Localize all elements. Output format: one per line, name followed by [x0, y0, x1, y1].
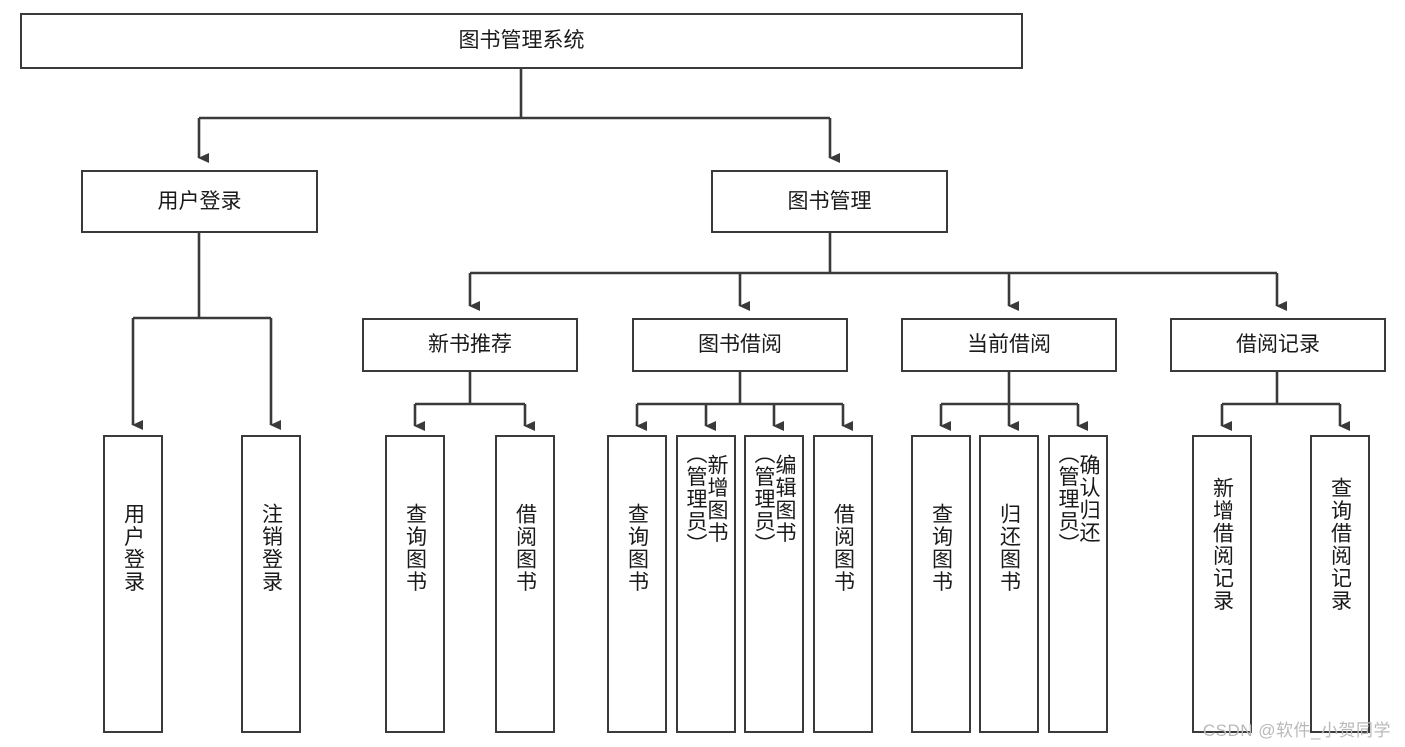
- node-label: 图书借阅: [698, 333, 782, 357]
- node-borrow-record[interactable]: 借阅记录: [1170, 318, 1386, 372]
- node-root-book-management-system[interactable]: 图书管理系统: [20, 13, 1023, 69]
- node-label: 新增借阅记录: [1210, 477, 1234, 612]
- leaf-book-borrow-borrow-book[interactable]: 借阅图书: [813, 435, 873, 733]
- node-book-management[interactable]: 图书管理: [711, 170, 948, 233]
- leaf-current-borrow-return-book[interactable]: 归还图书: [979, 435, 1039, 733]
- node-user-login[interactable]: 用户登录: [81, 170, 318, 233]
- node-label: 图书管理系统: [458, 29, 585, 53]
- node-label: 用户登录: [121, 503, 145, 593]
- node-label: 编辑图书 （管理员）: [752, 443, 796, 556]
- node-label: 新书推荐: [428, 333, 512, 357]
- node-label: 归还图书: [997, 503, 1021, 593]
- leaf-current-borrow-confirm-return-admin[interactable]: 确认归还 （管理员）: [1048, 435, 1108, 733]
- node-current-borrow[interactable]: 当前借阅: [901, 318, 1117, 372]
- node-label: 查询图书: [403, 503, 427, 593]
- node-label: 查询图书: [929, 503, 953, 593]
- node-label: 用户登录: [157, 189, 242, 213]
- leaf-current-borrow-query-book[interactable]: 查询图书: [911, 435, 971, 733]
- leaf-new-book-query-book[interactable]: 查询图书: [385, 435, 445, 733]
- leaf-book-borrow-edit-book-admin[interactable]: 编辑图书 （管理员）: [744, 435, 804, 733]
- leaf-book-borrow-query-book[interactable]: 查询图书: [607, 435, 667, 733]
- leaf-user-login-logout[interactable]: 注销登录: [241, 435, 301, 733]
- watermark: CSDN @软件_小贺同学: [1202, 721, 1391, 740]
- leaf-borrow-record-query-record[interactable]: 查询借阅记录: [1310, 435, 1370, 733]
- node-label: 查询借阅记录: [1328, 477, 1352, 612]
- leaf-book-borrow-add-book-admin[interactable]: 新增图书 （管理员）: [676, 435, 736, 733]
- node-label: 新增图书 （管理员）: [684, 443, 728, 556]
- node-label: 当前借阅: [967, 333, 1051, 357]
- node-label: 查询图书: [625, 503, 649, 593]
- leaf-user-login-login[interactable]: 用户登录: [103, 435, 163, 733]
- leaf-borrow-record-add-record[interactable]: 新增借阅记录: [1192, 435, 1252, 733]
- leaf-new-book-borrow-book[interactable]: 借阅图书: [495, 435, 555, 733]
- node-label: 注销登录: [259, 503, 283, 593]
- node-label: 借阅记录: [1236, 333, 1320, 357]
- node-label: 确认归还 （管理员）: [1056, 443, 1100, 556]
- node-label: 图书管理: [787, 189, 872, 213]
- node-label: 借阅图书: [513, 503, 537, 593]
- node-label: 借阅图书: [831, 503, 855, 593]
- node-book-borrow[interactable]: 图书借阅: [632, 318, 848, 372]
- node-new-book-recommend[interactable]: 新书推荐: [362, 318, 578, 372]
